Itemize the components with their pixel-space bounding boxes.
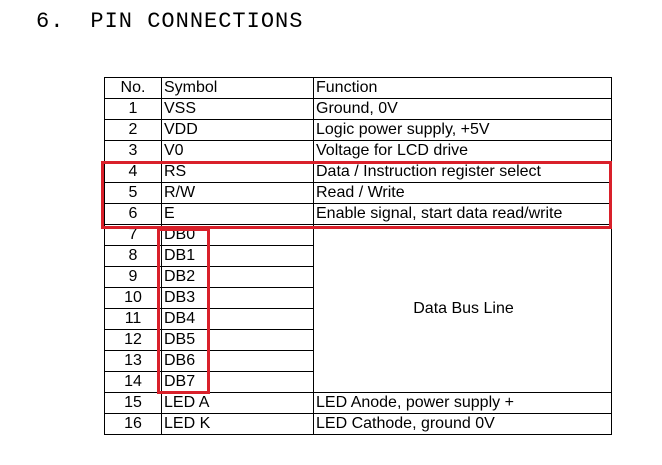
table-row: 9 DB2: [104, 266, 612, 288]
table-row: 2 VDD Logic power supply, +5V: [104, 119, 612, 141]
pin-number: 3: [104, 140, 162, 162]
pin-symbol: R/W: [161, 182, 314, 204]
pin-number: 10: [104, 287, 162, 309]
pin-function: Ground, 0V: [313, 98, 612, 120]
header-symbol: Symbol: [161, 77, 314, 99]
table-row: 16 LED K LED Cathode, ground 0V: [104, 413, 612, 435]
data-bus-function: Data Bus Line: [313, 224, 612, 393]
pin-function: Voltage for LCD drive: [313, 140, 612, 162]
pin-number: 8: [104, 245, 162, 267]
pin-number: 13: [104, 350, 162, 372]
pin-connections-table: No. Symbol Function 1 VSS Ground, 0V 2 V…: [104, 77, 612, 435]
pin-number: 12: [104, 329, 162, 351]
table-row: 12 DB5: [104, 329, 612, 351]
pin-symbol: DB7: [161, 371, 314, 393]
pin-number: 11: [104, 308, 162, 330]
pin-symbol: DB0: [161, 224, 314, 246]
table-row: 3 V0 Voltage for LCD drive: [104, 140, 612, 162]
header-function: Function: [313, 77, 612, 99]
pin-symbol: V0: [161, 140, 314, 162]
pin-symbol: VDD: [161, 119, 314, 141]
table-row: 15 LED A LED Anode, power supply +: [104, 392, 612, 414]
pin-number: 2: [104, 119, 162, 141]
table-row: 1 VSS Ground, 0V: [104, 98, 612, 120]
pin-symbol: VSS: [161, 98, 314, 120]
table-row: 6 E Enable signal, start data read/write: [104, 203, 612, 225]
pin-function: LED Anode, power supply +: [313, 392, 612, 414]
pin-symbol: DB2: [161, 266, 314, 288]
table-row: 7 DB0 Data Bus Line: [104, 224, 612, 393]
table-row: 14 DB7: [104, 371, 612, 393]
pin-number: 1: [104, 98, 162, 120]
table-row: 4 RS Data / Instruction register select: [104, 161, 612, 183]
pin-symbol: DB3: [161, 287, 314, 309]
pin-function: Logic power supply, +5V: [313, 119, 612, 141]
table-header-row: No. Symbol Function: [104, 77, 612, 99]
pin-function: Enable signal, start data read/write: [313, 203, 612, 225]
section-number: 6.: [36, 9, 65, 34]
pin-number: 5: [104, 182, 162, 204]
pin-function: Read / Write: [313, 182, 612, 204]
pin-symbol: RS: [161, 161, 314, 183]
pin-symbol: DB1: [161, 245, 314, 267]
pin-number: 14: [104, 371, 162, 393]
pin-function: Data / Instruction register select: [313, 161, 612, 183]
section-title: PIN CONNECTIONS: [90, 9, 304, 34]
pin-number: 4: [104, 161, 162, 183]
pin-symbol: E: [161, 203, 314, 225]
pin-number: 6: [104, 203, 162, 225]
pin-symbol: LED K: [161, 413, 314, 435]
pin-symbol: DB5: [161, 329, 314, 351]
pin-number: 9: [104, 266, 162, 288]
section-heading: 6. PIN CONNECTIONS: [36, 9, 303, 34]
table-row: 5 R/W Read / Write: [104, 182, 612, 204]
pin-number: 16: [104, 413, 162, 435]
pin-symbol: DB6: [161, 350, 314, 372]
pin-symbol: DB4: [161, 308, 314, 330]
header-no: No.: [104, 77, 162, 99]
pin-number: 7: [104, 224, 162, 246]
pin-symbol: LED A: [161, 392, 314, 414]
pin-number: 15: [104, 392, 162, 414]
pin-function: LED Cathode, ground 0V: [313, 413, 612, 435]
